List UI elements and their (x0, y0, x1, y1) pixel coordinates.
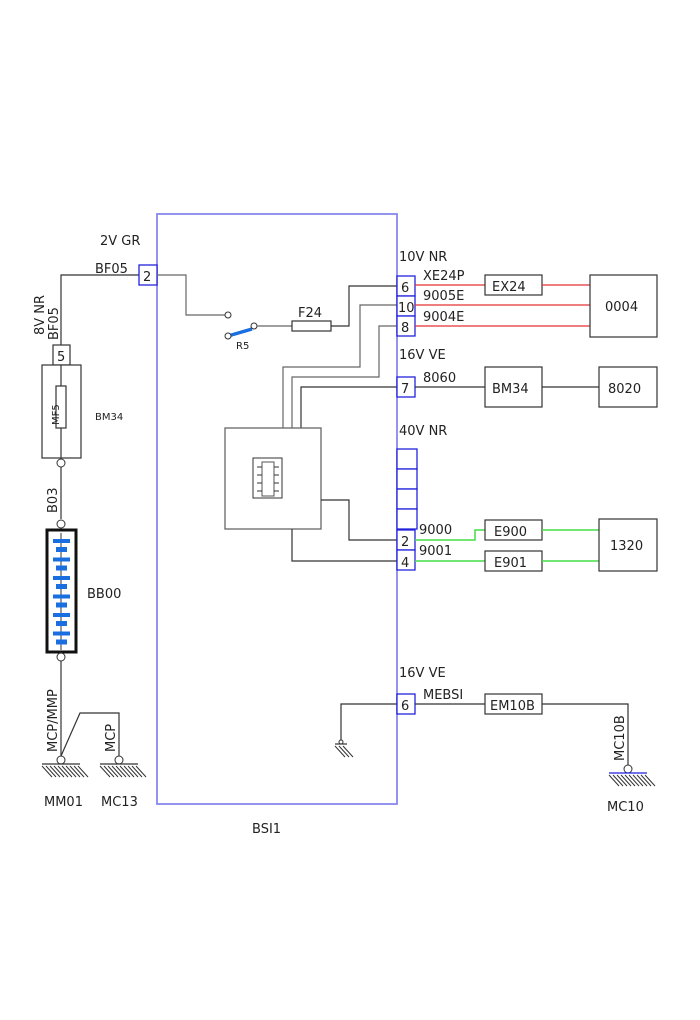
wire-label-9005e: 9005E (423, 289, 464, 304)
battery-cell-short (56, 565, 67, 571)
ground-label-mc10: MC10 (607, 800, 644, 815)
wire-label-9001: 9001 (419, 544, 452, 559)
wire-label-mebsi: MEBSI (423, 688, 463, 703)
pin-4-label: 4 (401, 556, 409, 571)
wire-label-bf05-vertical: BF05 (47, 307, 62, 340)
chip-legs (257, 466, 279, 492)
wire-mcp[interactable] (60, 712, 120, 757)
component-0004-label: 0004 (605, 300, 638, 315)
pin-8-label: 8 (401, 321, 409, 336)
wire-bf05[interactable] (60, 274, 139, 345)
battery-label: BB00 (87, 587, 121, 602)
relay-r5-label: R5 (236, 341, 249, 352)
wire-label-9000: 9000 (419, 523, 452, 538)
battery-cell-short (56, 547, 67, 552)
battery-cell-long (53, 631, 70, 636)
ground-icon-mm01 (41, 763, 89, 778)
connector-pin-5-label: 5 (57, 350, 65, 365)
module-label: BSI1 (252, 822, 281, 837)
wire-label-bf05-top: BF05 (95, 262, 128, 277)
fuse-box-label: BM34 (95, 412, 123, 423)
battery-cell-long (53, 613, 70, 617)
connector-2-header: 16V VE (399, 348, 446, 363)
pin-4[interactable] (396, 549, 416, 571)
fuse-mf5-label: MF5 (51, 404, 62, 425)
wire-label-mc10b: MC10B (613, 715, 628, 761)
ground-label-mm01: MM01 (44, 795, 83, 810)
pin-empty-1[interactable] (396, 448, 418, 470)
wire-label-mcp-mmp: MCP/MMP (46, 689, 61, 752)
internal-wire-pin7 (300, 386, 397, 428)
connector-3-header: 40V NR (399, 424, 447, 439)
pin-input-label: 2 (143, 270, 151, 285)
relay-r5-contact[interactable] (227, 327, 253, 338)
ground-icon-mc13 (99, 763, 147, 778)
pin-6-a-label: 6 (401, 281, 409, 296)
ground-icon-mc10 (608, 772, 656, 787)
battery-cell-long (53, 594, 70, 599)
pin-empty-2[interactable] (396, 468, 418, 490)
internal-wire-pin10 (282, 304, 397, 428)
wire-mc10b[interactable] (542, 703, 629, 765)
wire-label-b03: B03 (46, 488, 61, 513)
battery-cell-short (56, 602, 67, 608)
wire-label-mcp: MCP (104, 724, 119, 752)
component-8020-label: 8020 (608, 382, 641, 397)
battery-cell-long (53, 576, 70, 580)
pin-2-label: 2 (401, 535, 409, 550)
connector-e901-label: E901 (494, 556, 527, 571)
component-bm34[interactable] (484, 366, 543, 408)
wire-color-top: 2V GR (100, 234, 140, 249)
fuse-mf5[interactable] (55, 385, 67, 429)
pin-empty-4[interactable] (396, 508, 418, 530)
pin-10-label: 10 (398, 301, 415, 316)
internal-wire-pin6 (331, 285, 397, 327)
wire-9000[interactable] (415, 529, 485, 541)
battery-cell-long (53, 539, 70, 543)
fuse-f24-label: F24 (298, 306, 322, 321)
connector-4-header: 16V VE (399, 666, 446, 681)
ground-label-mc13: MC13 (101, 795, 138, 810)
battery-cell-short (56, 639, 67, 645)
component-1320[interactable] (598, 518, 658, 572)
battery-cell-short (56, 621, 67, 626)
terminal-node (56, 458, 66, 468)
component-1320-label: 1320 (610, 539, 643, 554)
connector-em10b-label: EM10B (490, 699, 535, 714)
fuse-f24[interactable] (291, 320, 332, 332)
internal-ground-wire (340, 703, 397, 740)
component-0004[interactable] (589, 274, 658, 338)
pin-empty-3[interactable] (396, 488, 418, 510)
wire-label-8060: 8060 (423, 371, 456, 386)
wire-label-xe24p: XE24P (423, 269, 465, 284)
component-8020[interactable] (598, 366, 658, 408)
internal-wire-pin8 (291, 325, 397, 428)
battery-cells (53, 533, 70, 650)
battery-cell-long (53, 557, 70, 562)
internal-wire-in (157, 274, 225, 316)
connector-e900-label: E900 (494, 525, 527, 540)
connector-ex24-label: EX24 (492, 280, 526, 295)
component-bm34-label: BM34 (492, 382, 529, 397)
battery-cell-short (56, 584, 67, 589)
pin-7-label: 7 (401, 382, 409, 397)
internal-wire-pin4 (291, 529, 397, 562)
pin-6-b-label: 6 (401, 699, 409, 714)
wire-color-vertical: 8V NR (33, 295, 48, 335)
wire-label-9004e: 9004E (423, 310, 464, 325)
connector-1-header: 10V NR (399, 250, 447, 265)
ground-icon-internal (334, 743, 354, 758)
internal-wire-pin2 (321, 499, 397, 541)
